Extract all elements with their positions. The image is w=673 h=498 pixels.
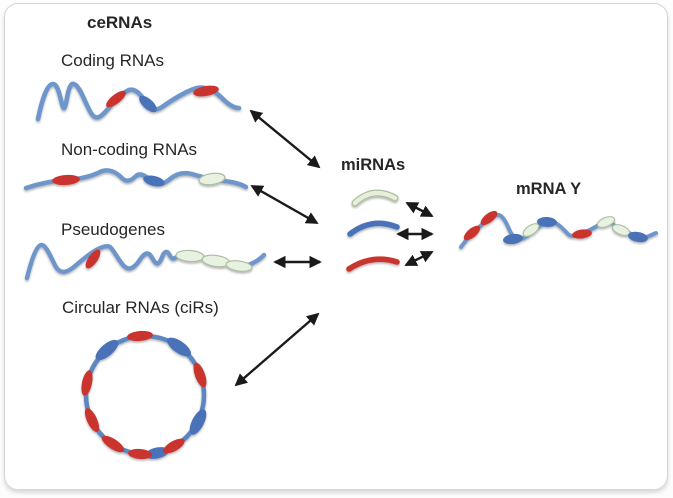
mre-site-blue: [143, 175, 165, 187]
mirna-blue: [347, 220, 400, 237]
mre-site-green: [611, 224, 631, 236]
mre-site-red: [572, 229, 592, 239]
mre-site-red: [85, 249, 101, 269]
figure-card: [4, 3, 668, 490]
mre-site-red: [106, 90, 126, 108]
mre-site-red: [84, 408, 100, 432]
coding-rnas-label: Coding RNAs: [61, 51, 164, 70]
mre-site-blue: [503, 233, 523, 245]
mre-site-blue: [537, 216, 557, 228]
mre-site-red: [101, 435, 125, 453]
mre-site-red: [163, 438, 185, 454]
arrow-mirna-green-to-mrna: [405, 201, 434, 218]
mre-site-blue: [167, 337, 191, 357]
mre-site-red: [193, 85, 219, 97]
noncoding-rnas-label: Non-coding RNAs: [61, 140, 198, 159]
mre-site-green: [596, 216, 616, 228]
arrow-circular-to-mirna: [234, 312, 320, 387]
mre-site-green: [175, 249, 205, 263]
circular-rnas-label: Circular RNAs (ciRs): [62, 298, 219, 317]
mre-site-red: [127, 330, 153, 342]
mre-site-blue: [189, 409, 207, 435]
arrow-noncoding-to-mirna: [250, 184, 319, 225]
pseudogene-squiggle: [24, 242, 267, 281]
mre-site-green: [225, 260, 253, 272]
mre-site-red: [480, 210, 498, 226]
mre-site-red: [81, 370, 93, 396]
mre-site-blue: [139, 95, 157, 113]
mre-site-red: [463, 225, 481, 241]
mre-site-blue: [95, 339, 119, 361]
mre-site-blue: [628, 231, 648, 243]
circular-rna-ring: [81, 330, 207, 460]
arrow-mirna-red-to-mrna: [404, 250, 434, 267]
mre-site-red: [52, 174, 80, 186]
mirna-green: [351, 189, 399, 207]
mre-site-green: [198, 172, 226, 186]
arrow-coding-to-mirna: [249, 109, 321, 169]
noncoding-rna-squiggle: [23, 168, 249, 191]
mrna-y-squiggle: [459, 210, 658, 249]
pseudogenes-label: Pseudogenes: [61, 220, 165, 239]
mirna-red: [346, 256, 400, 272]
mre-site-red: [193, 362, 207, 388]
mre-site-green: [522, 223, 540, 237]
mrna-y-label: mRNA Y: [516, 180, 582, 198]
mirnas-label: miRNAs: [341, 156, 406, 174]
cernas-title: ceRNAs: [87, 13, 153, 32]
mre-site-red: [128, 448, 152, 460]
coding-rna-squiggle: [35, 81, 242, 122]
